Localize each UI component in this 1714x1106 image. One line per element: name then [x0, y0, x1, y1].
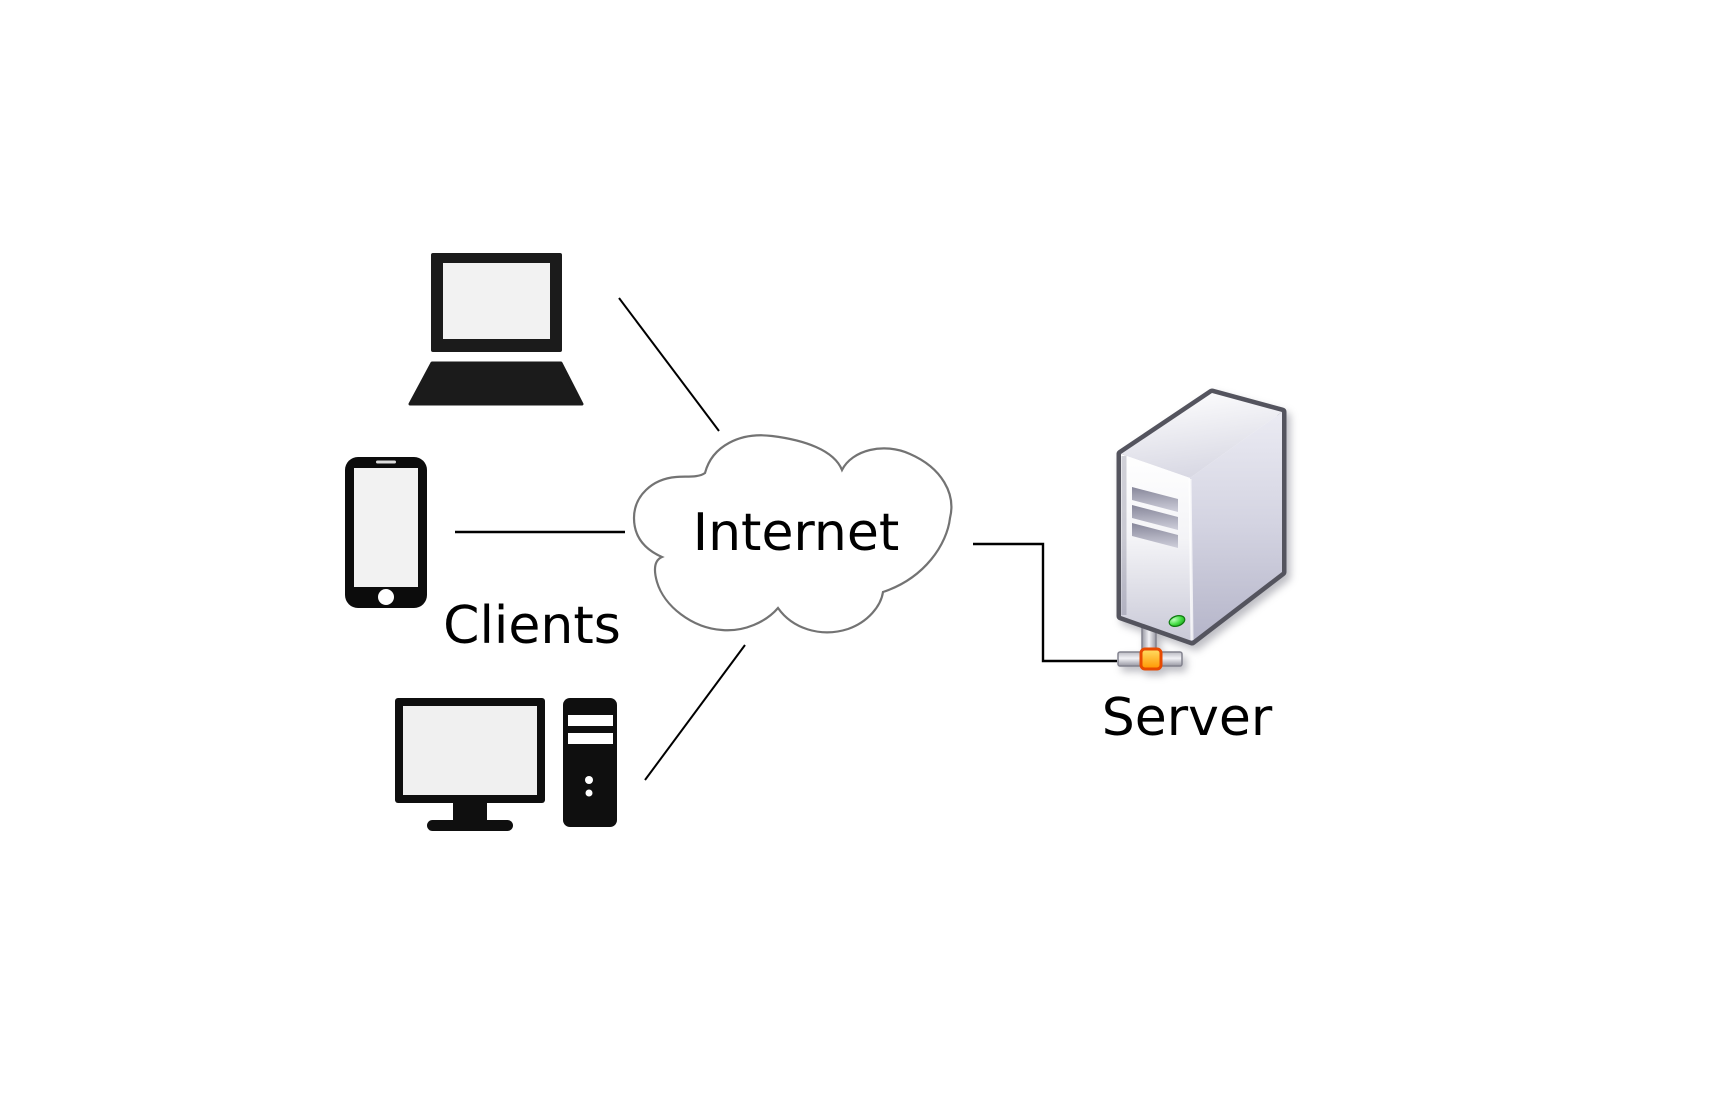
server-vent: [1132, 523, 1178, 548]
laptop-icon: [408, 253, 584, 406]
tower-drive-slot: [568, 733, 613, 744]
desktop-computer-icon: [395, 698, 617, 831]
edges: [455, 297, 1117, 781]
tower-drive-slot: [568, 715, 613, 726]
edge-internet-server: [973, 542, 1117, 663]
smartphone-speaker: [376, 460, 396, 464]
server-edge-highlight: [1188, 478, 1194, 641]
laptop-screen: [443, 263, 550, 339]
server-vent: [1132, 487, 1178, 512]
network-port: [1139, 647, 1163, 671]
monitor-neck: [453, 800, 487, 822]
internet-label: Internet: [692, 503, 900, 564]
tower-led: [585, 789, 593, 797]
server-front-face: [1121, 454, 1192, 641]
server-vent: [1132, 505, 1178, 530]
edge-laptop-internet: [618, 297, 720, 432]
tower-power-button: [585, 776, 593, 784]
smartphone-screen: [354, 468, 418, 587]
smartphone-icon: [345, 457, 427, 608]
server-power-led: [1168, 615, 1186, 627]
server-side-face: [1190, 412, 1282, 641]
monitor-screen: [403, 706, 537, 795]
server-top-face: [1121, 393, 1282, 478]
smartphone-home-button: [378, 589, 394, 605]
laptop-base: [408, 361, 584, 406]
clients-label: Clients: [443, 596, 621, 657]
server-tower-icon: [1116, 388, 1287, 671]
monitor-stand: [427, 820, 513, 831]
cloud-icon: [632, 434, 953, 634]
server-label: Server: [1101, 688, 1273, 749]
tower-case: [563, 698, 617, 827]
edge-desktop-internet: [644, 644, 746, 781]
